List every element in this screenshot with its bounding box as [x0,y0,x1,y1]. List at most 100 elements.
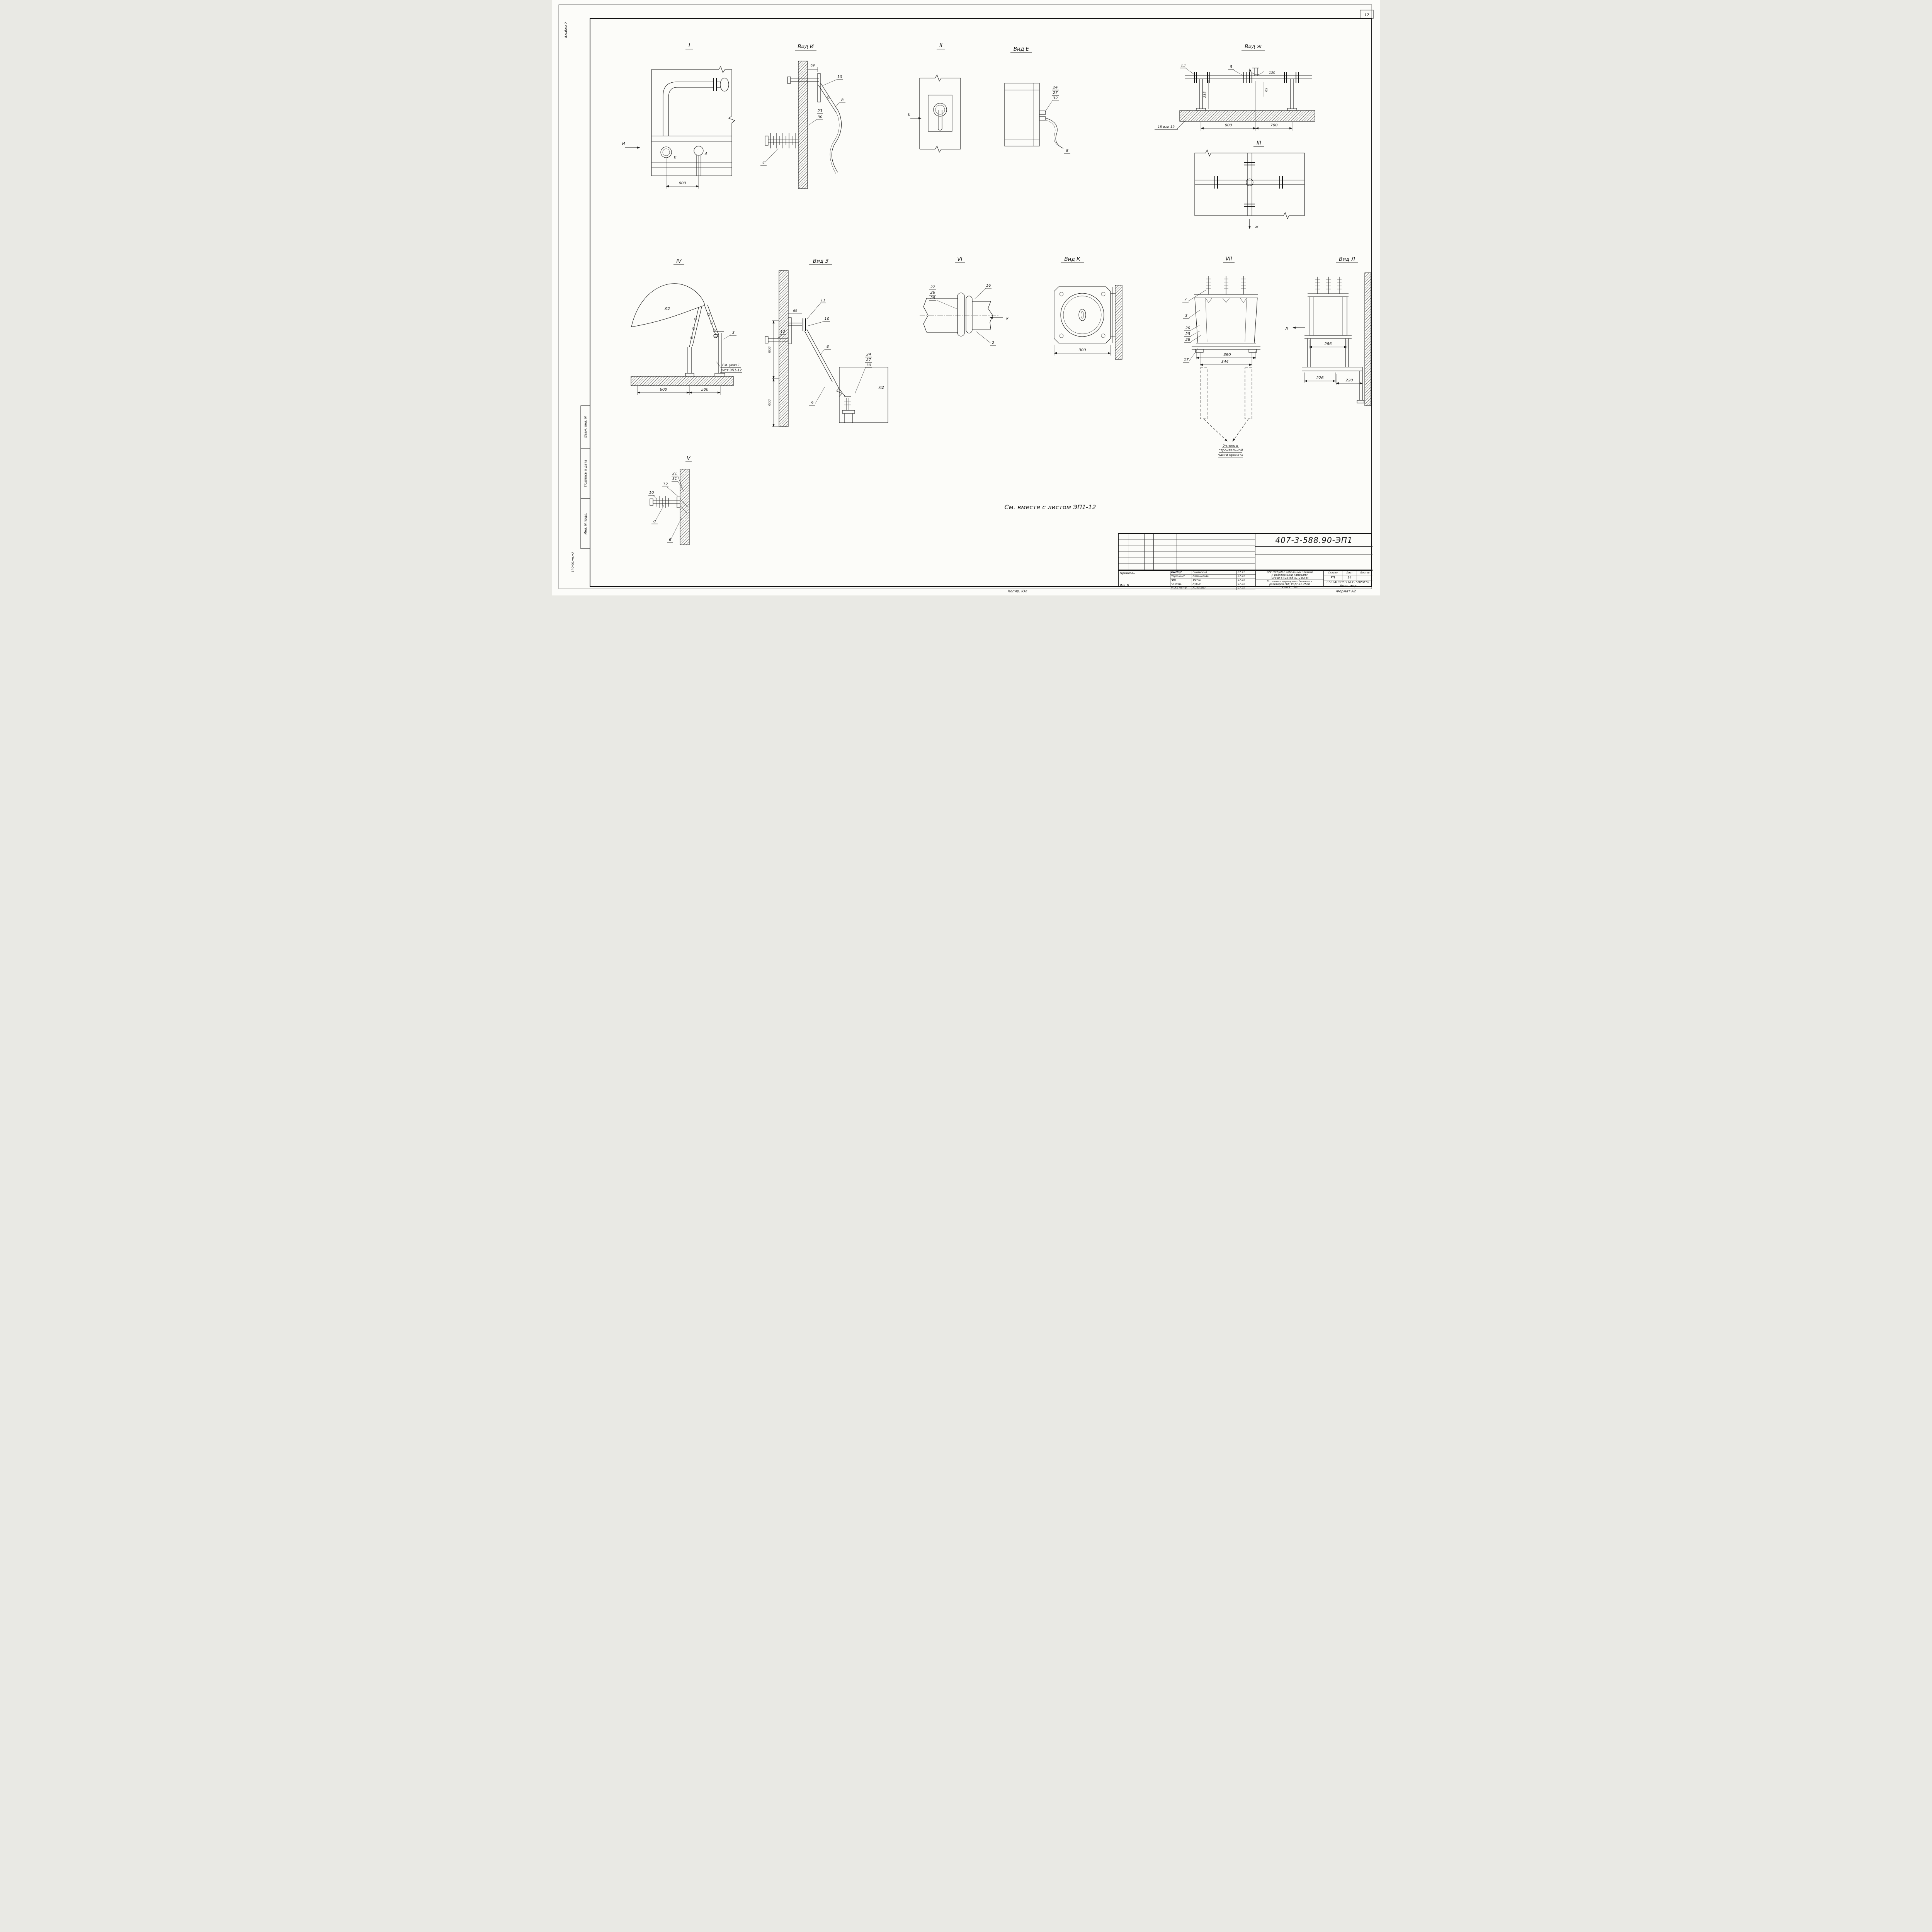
callout-3: 3 [732,331,735,335]
view-title: Вид И [798,44,814,50]
privyazan-label: Привязан [1120,571,1136,575]
point-label-b: В [674,155,677,160]
view-node-6: VI 22 26 29 16 2 к [920,256,1009,346]
callout-2: 2 [992,341,994,345]
view-vid-i: Вид И 69 10 8 23 30 4 [760,44,845,189]
sheets-header: Листов [1360,571,1370,574]
view-title: Вид Л [1339,256,1355,262]
inv-podl-label: Инв. N подл. [584,513,588,534]
doc-code-label: 13266-тч-т2 [571,552,575,573]
callout-3: 3 [1185,314,1187,318]
sheet-frame: 17 [558,4,1374,589]
corner-number-box [1360,10,1374,19]
view-title: III [1257,140,1261,146]
sheets-value [1357,575,1372,580]
center-note: См. вместе с листом ЭП1-12 [1005,503,1096,511]
view-direction-label: Л [1285,327,1288,331]
title-block: 407-3-588.90-ЭП1 Привязан Инв. N Нач.отд… [1118,533,1372,590]
view-title: II [939,43,942,49]
vzam-inv-label: Взам. инв. N [584,416,588,438]
view-node-2: II Е [908,43,961,153]
view-title: Вид ж [1245,44,1262,50]
view-title: Вид К [1064,256,1081,262]
drawing-title-line: Установка одинарных бетонных [1267,580,1312,583]
view-title: VI [957,256,962,262]
signature-row: Гл.спец. Лурье 07.91 [1170,571,1255,586]
title-block-empty-grid [1119,534,1255,570]
title-block-empty-rows [1255,547,1372,570]
callout-29: 29 [930,296,935,300]
dim-500: 500 [701,388,708,392]
reactor-top-pins [1206,276,1246,294]
dim-800: 800 [768,347,772,353]
signature-scribble [1170,571,1237,578]
callout-30: 30 [818,115,823,119]
corner-sheet-number: 17 [1364,13,1369,17]
label-l2: Л2 [878,386,884,390]
callout-12: 12 [663,482,668,486]
dim-390: 390 [1223,353,1231,357]
dim-600: 600 [1225,123,1232,128]
dim-600: 600 [660,388,667,392]
dim-235: 235 [1203,92,1207,98]
organization-name: СЕВЗАПЭНЕРГОСЕТЬПРОЕКТ [1327,580,1370,584]
format-label: Формат А2 [1336,590,1356,594]
callout-11: 11 [821,298,826,303]
callout-13: 13 [1181,63,1186,68]
signature-row: Инж.Гконтр. Лыкасова 07.91 [1170,571,1255,590]
callout-28: 28 [1185,338,1190,342]
drawing-title-line: реакторов РБГ, РБДГ-10-2500 [1269,583,1310,586]
callout-31: 31 [672,477,677,481]
callout-10: 10 [825,317,830,321]
sheet-header: Лист [1342,571,1357,575]
callout-9: 9 [811,401,813,405]
reactor-side-pins [1315,277,1342,294]
album-label: Альбом 2 [565,22,568,38]
callout-23: 23 [818,109,823,113]
inv-podl-box [580,498,590,549]
podpis-data-label: Подпись и дата [584,460,588,487]
callout-8: 8 [841,98,844,102]
signature-row: Нач.отд. Роменский 07.91 [1170,571,1255,575]
view-title: V [687,455,691,461]
dim-344: 344 [1221,360,1228,364]
view-title: IV [676,258,682,264]
dim-226: 226 [1316,376,1323,380]
view-node-4: IV Л2 3 См. указ.1 лист ЭП1-12 600 500 [631,258,742,395]
callout-22: 22 [930,285,935,289]
dim-300: 300 [1078,348,1086,352]
left-margin-stamp: Альбом 2 Взам. инв. N Подпись и дата Инв… [565,22,590,573]
view-node-3: III ж [1194,140,1305,229]
view-node-7: VII 390 344 [1182,256,1260,457]
view-direction-label: И [622,142,625,146]
signature-row: ГИП Фотин 07.91 [1170,571,1255,582]
view-vid-l: Вид Л Л 286 [1285,256,1371,406]
stage-value: РП [1324,575,1342,580]
stage-section: Стадия Лист Листов РП 14 СЕВЗАПЭНЕРГОСЕТ… [1323,570,1372,588]
callout-8: 8 [827,345,829,349]
callout-10: 10 [649,491,654,495]
leaf-label-l2: Л2 [664,307,670,311]
signature-scribble [1170,571,1237,590]
signature-scribble [1170,571,1237,574]
dim-220: 220 [1345,378,1353,383]
project-description: ЗРУ 10(6)кВ с кабельным этажом и реактор… [1255,570,1323,589]
construction-note-line2: строительной [1219,449,1243,452]
dim-600: 600 [679,181,686,185]
callout-8: 8 [1066,149,1068,153]
project-line: и реакторными камерами [1272,573,1308,577]
view-direction-label: Е [908,112,911,117]
point-label-a: А [704,152,707,156]
drawing-sheet: 17 Альбом 2 Взам. инв. N Подпись и дата … [552,0,1380,595]
callout-27: 27 [866,358,871,362]
view-direction-label: к [1006,316,1009,321]
stage-header: Стадия [1324,571,1342,575]
inventory-number-label: Инв. N [1120,584,1129,587]
dim-69: 69 [793,309,798,313]
construction-note-line1: Учтено в [1223,444,1238,448]
construction-note-line3: части проекта [1218,453,1243,457]
dim-69: 69 [811,64,815,68]
view-node-5: V 21 31 12 10 8 6 [648,455,692,545]
callout-5: 5 [1230,65,1232,69]
callout-21: 21 [672,471,677,476]
